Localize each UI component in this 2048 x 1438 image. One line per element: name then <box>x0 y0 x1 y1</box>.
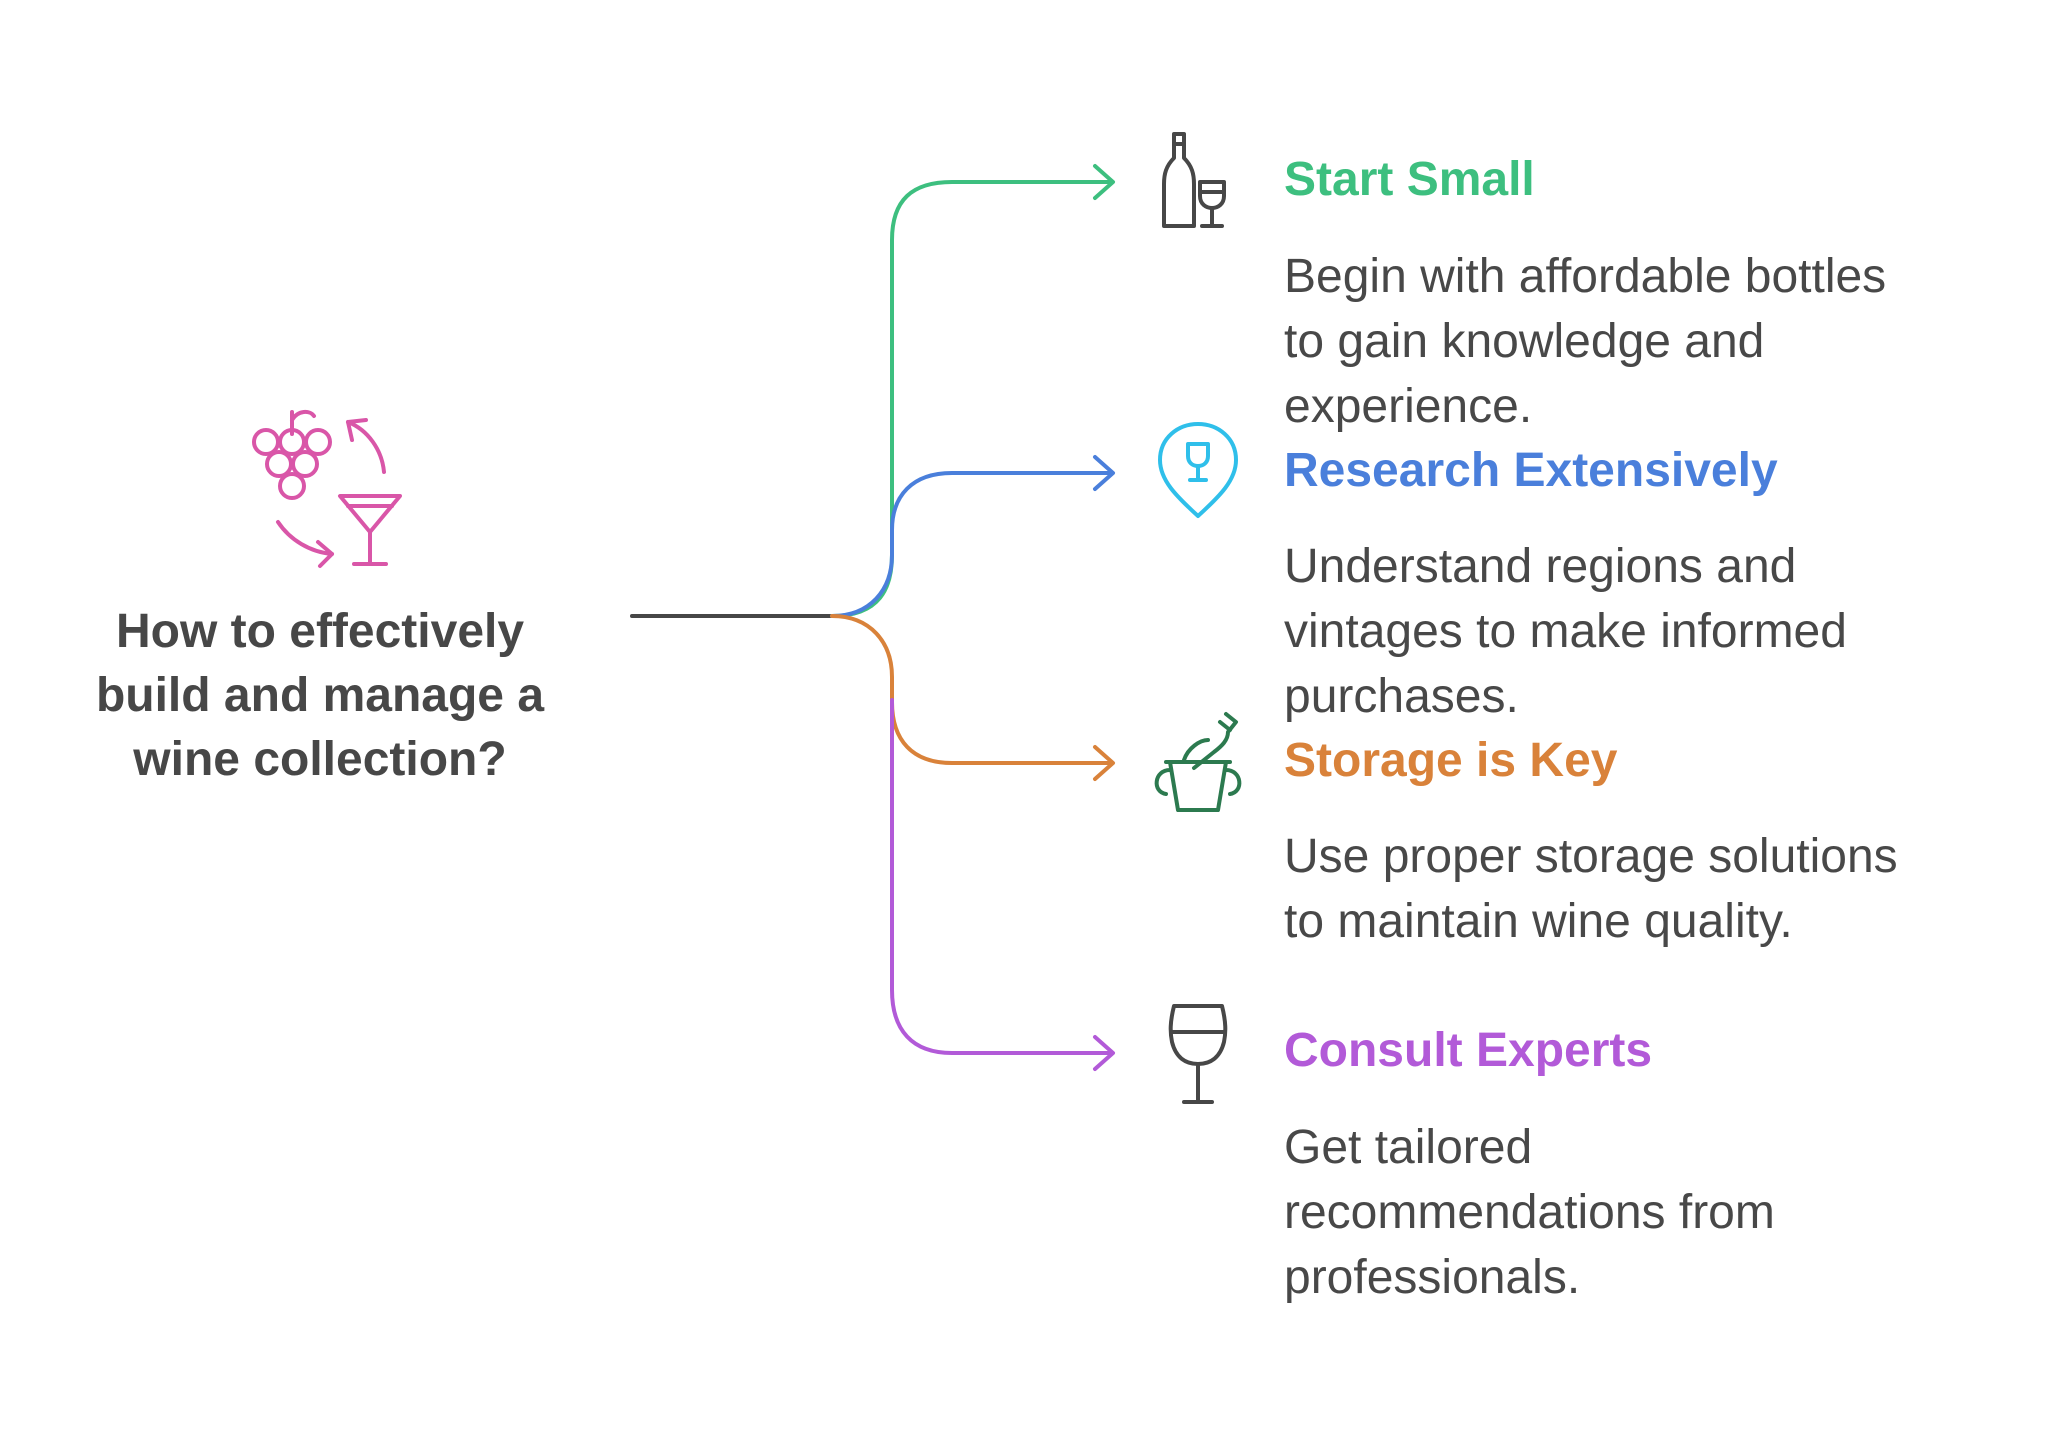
desc-line: to maintain wine quality. <box>1284 895 1793 948</box>
branch-start-small <box>830 180 1114 618</box>
arrow-storage <box>1093 745 1115 781</box>
branch-consult <box>890 698 1114 1055</box>
grapes-cocktail-cycle-icon <box>252 409 402 568</box>
central-question: How to effectively build and manage a wi… <box>40 600 600 792</box>
desc-line: to gain knowledge and <box>1284 315 1765 368</box>
item-desc-consult-experts: Get tailored recommendations from profes… <box>1284 1115 2024 1310</box>
desc-line: Understand regions and <box>1284 540 1797 593</box>
desc-line: vintages to make informed <box>1284 605 1847 658</box>
item-title-research-extensively: Research Extensively <box>1284 444 1778 497</box>
desc-line: experience. <box>1284 380 1533 433</box>
arrow-consult <box>1093 1035 1115 1071</box>
item-title-start-small: Start Small <box>1284 153 1535 206</box>
item-desc-storage-is-key: Use proper storage solutions to maintain… <box>1284 824 2024 954</box>
desc-line: recommendations from <box>1284 1186 1775 1239</box>
desc-line: Get tailored <box>1284 1121 1533 1174</box>
arrow-start-small <box>1093 164 1115 200</box>
question-line-2: build and manage a <box>95 669 545 722</box>
question-line-1: How to effectively <box>115 605 525 658</box>
desc-line: purchases. <box>1284 670 1519 723</box>
desc-line: Begin with affordable bottles <box>1284 250 1887 303</box>
arrow-research <box>1093 455 1115 491</box>
item-desc-research-extensively: Understand regions and vintages to make … <box>1284 534 2024 729</box>
item-title-storage-is-key: Storage is Key <box>1284 734 1618 787</box>
question-line-3: wine collection? <box>133 733 507 786</box>
desc-line: Use proper storage solutions <box>1284 830 1898 883</box>
wine-glass-icon <box>1168 1004 1228 1104</box>
item-desc-start-small: Begin with affordable bottles to gain kn… <box>1284 244 2024 439</box>
ice-bucket-bottle-icon <box>1154 712 1242 812</box>
wine-bottle-and-glass-icon <box>1162 132 1226 228</box>
item-title-consult-experts: Consult Experts <box>1284 1024 1653 1077</box>
location-pin-glass-icon <box>1158 422 1238 518</box>
desc-line: professionals. <box>1284 1251 1581 1304</box>
branch-storage <box>830 614 1114 765</box>
branch-research <box>830 471 1114 618</box>
